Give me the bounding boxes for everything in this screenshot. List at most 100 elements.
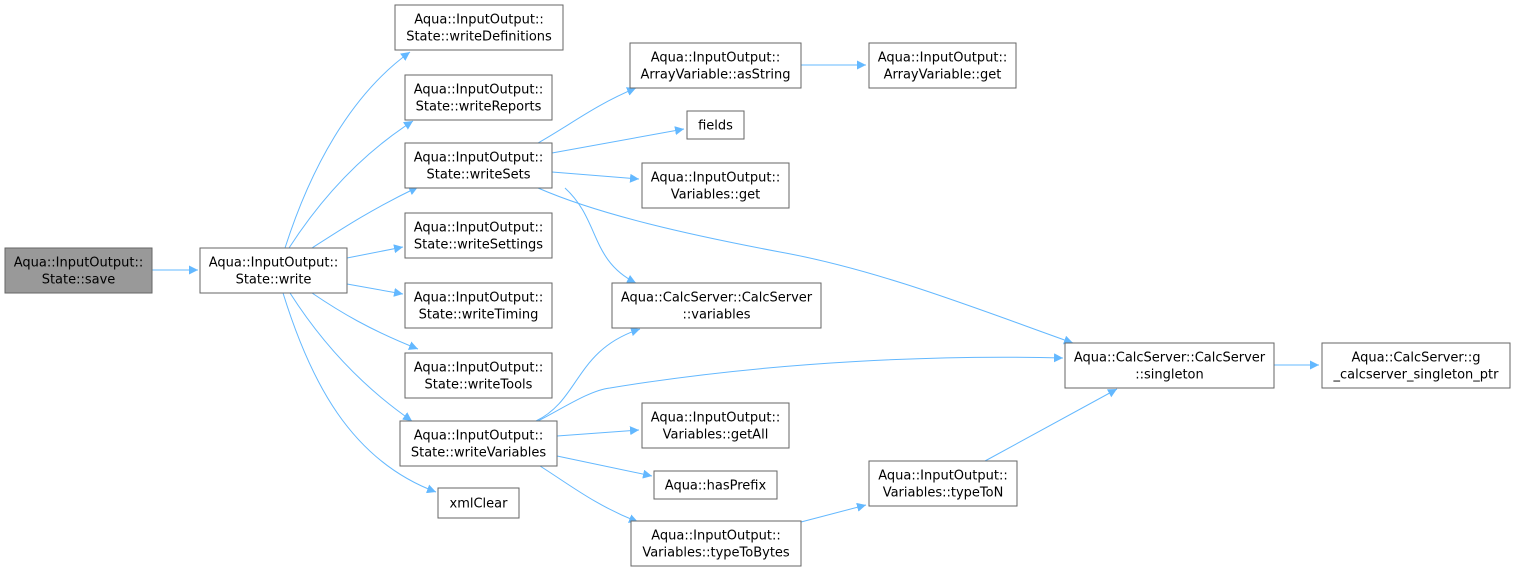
edge-write-to-writeSets: [311, 186, 419, 249]
edge-write-to-writeSettings: [346, 244, 404, 259]
node-label-line: ::variables: [683, 308, 751, 323]
state-write-settings-node[interactable]: Aqua::InputOutput::State::writeSettings: [404, 212, 553, 259]
edge-write-to-writeDefinitions: [284, 51, 411, 249]
node-label-line: Aqua::InputOutput::: [414, 429, 543, 444]
state-write-sets-node[interactable]: Aqua::InputOutput::State::writeSets: [404, 142, 553, 189]
node-label-line: ArrayVariable::asString: [641, 68, 791, 83]
node-label-line: Aqua::InputOutput::: [414, 13, 543, 28]
array-variable-as-string-node[interactable]: Aqua::InputOutput::ArrayVariable::asStri…: [629, 42, 802, 89]
edge-writeVariables-to-getAll: [556, 426, 640, 437]
node-label-line: State::write: [236, 273, 312, 288]
variables-get-node[interactable]: Aqua::InputOutput::Variables::get: [641, 162, 790, 209]
node-box: [404, 352, 553, 399]
node-label-line: Aqua::InputOutput::: [651, 171, 780, 186]
edge-write-to-writeTiming: [346, 283, 404, 297]
state-write-reports-node[interactable]: Aqua::InputOutput::State::writeReports: [404, 74, 553, 121]
node-box: [653, 470, 778, 500]
edge-writeVariables-to-singleton: [537, 353, 1064, 422]
node-box: [404, 212, 553, 259]
node-box: [4, 247, 153, 294]
node-box: [868, 460, 1018, 507]
node-label-line: Aqua::InputOutput::: [651, 529, 780, 544]
node-box: [1321, 342, 1511, 389]
node-label-line: State::save: [42, 273, 116, 288]
node-box: [630, 520, 802, 567]
has-prefix-node[interactable]: Aqua::hasPrefix: [653, 470, 778, 500]
node-box: [1064, 342, 1275, 389]
state-save-node[interactable]: Aqua::InputOutput::State::save: [4, 247, 153, 294]
node-box: [394, 4, 564, 51]
edge-writeSets-to-asString: [537, 87, 637, 144]
edge-write-to-writeReports: [288, 120, 414, 249]
node-label-line: Aqua::InputOutput::: [14, 256, 143, 271]
node-label-line: ::singleton: [1135, 368, 1204, 383]
node-label-line: Aqua::InputOutput::: [651, 411, 780, 426]
node-label-line: Aqua::InputOutput::: [414, 83, 543, 98]
state-write-node[interactable]: Aqua::InputOutput::State::write: [199, 247, 348, 294]
node-label-line: State::writeSettings: [414, 238, 543, 253]
fields-node[interactable]: fields: [686, 110, 745, 140]
node-label-line: fields: [698, 119, 733, 134]
node-box: [404, 74, 553, 121]
node-label-line: Aqua::InputOutput::: [878, 469, 1007, 484]
nodes-layer: Aqua::InputOutput::State::saveAqua::Inpu…: [4, 4, 1511, 567]
node-label-line: Aqua::InputOutput::: [878, 51, 1007, 66]
state-write-variables-node[interactable]: Aqua::InputOutput::State::writeVariables: [399, 420, 558, 467]
variables-type-to-n-node[interactable]: Aqua::InputOutput::Variables::typeToN: [868, 460, 1018, 507]
edge-writeVariables-to-hasPrefix: [556, 455, 653, 479]
node-label-line: Aqua::InputOutput::: [414, 291, 543, 306]
node-box: [868, 42, 1017, 89]
variables-type-to-bytes-node[interactable]: Aqua::InputOutput::Variables::typeToByte…: [630, 520, 802, 567]
node-label-line: Aqua::CalcServer::g: [1351, 351, 1480, 366]
node-label-line: Aqua::InputOutput::: [209, 256, 338, 271]
node-box: [641, 162, 790, 209]
edge-typeToN-to-singleton: [984, 388, 1118, 462]
calc-server-singleton-node[interactable]: Aqua::CalcServer::CalcServer::singleton: [1064, 342, 1275, 389]
node-label-line: ArrayVariable::get: [884, 68, 1002, 83]
state-write-definitions-node[interactable]: Aqua::InputOutput::State::writeDefinitio…: [394, 4, 564, 51]
node-label-line: Variables::typeToN: [883, 486, 1004, 501]
edge-write-to-writeTools: [311, 292, 419, 350]
edge-typeToBytes-to-typeToN: [800, 502, 867, 523]
edge-write-to-writeVariables: [289, 292, 413, 422]
calc-server-singleton-ptr-node[interactable]: Aqua::CalcServer::g_calcserver_singleton…: [1321, 342, 1511, 389]
node-box: [641, 402, 790, 449]
edge-writeVariables-to-calcVariables: [535, 327, 641, 422]
state-write-tools-node[interactable]: Aqua::InputOutput::State::writeTools: [404, 352, 553, 399]
state-write-timing-node[interactable]: Aqua::InputOutput::State::writeTiming: [404, 282, 553, 329]
node-label-line: Aqua::CalcServer::CalcServer: [621, 291, 813, 306]
edge-writeVariables-to-typeToBytes: [539, 465, 639, 523]
node-label-line: Aqua::hasPrefix: [665, 479, 767, 494]
node-label-line: Aqua::InputOutput::: [651, 51, 780, 66]
edge-writeSets-to-calcVariables: [564, 187, 637, 284]
xml-clear-node[interactable]: xmlClear: [437, 487, 520, 519]
node-label-line: Variables::typeToBytes: [642, 546, 790, 561]
node-box: [404, 282, 553, 329]
edges-layer: [152, 51, 1319, 523]
node-label-line: Aqua::InputOutput::: [414, 151, 543, 166]
node-label-line: Aqua::InputOutput::: [414, 361, 543, 376]
node-box: [399, 420, 558, 467]
node-box: [437, 487, 520, 519]
node-label-line: State::writeSets: [427, 168, 531, 183]
node-box: [611, 282, 822, 329]
variables-get-all-node[interactable]: Aqua::InputOutput::Variables::getAll: [641, 402, 790, 449]
node-label-line: xmlClear: [450, 497, 509, 512]
node-label-line: Aqua::CalcServer::CalcServer: [1074, 351, 1266, 366]
node-box: [629, 42, 802, 89]
node-box: [686, 110, 745, 140]
node-label-line: Aqua::InputOutput::: [414, 221, 543, 236]
edge-writeSets-to-varGet: [551, 171, 640, 183]
calc-server-variables-node[interactable]: Aqua::CalcServer::CalcServer::variables: [611, 282, 822, 329]
edge-writeSets-to-fields: [551, 126, 685, 154]
node-label-line: State::writeVariables: [411, 446, 546, 461]
node-label-line: State::writeReports: [416, 100, 542, 115]
node-label-line: State::writeTools: [425, 378, 533, 393]
node-label-line: Variables::get: [671, 188, 761, 203]
node-box: [199, 247, 348, 294]
edge-write-to-xmlClear: [282, 292, 437, 494]
array-variable-get-node[interactable]: Aqua::InputOutput::ArrayVariable::get: [868, 42, 1017, 89]
node-label-line: State::writeDefinitions: [406, 30, 552, 45]
node-label-line: _calcserver_singleton_ptr: [1333, 368, 1500, 383]
